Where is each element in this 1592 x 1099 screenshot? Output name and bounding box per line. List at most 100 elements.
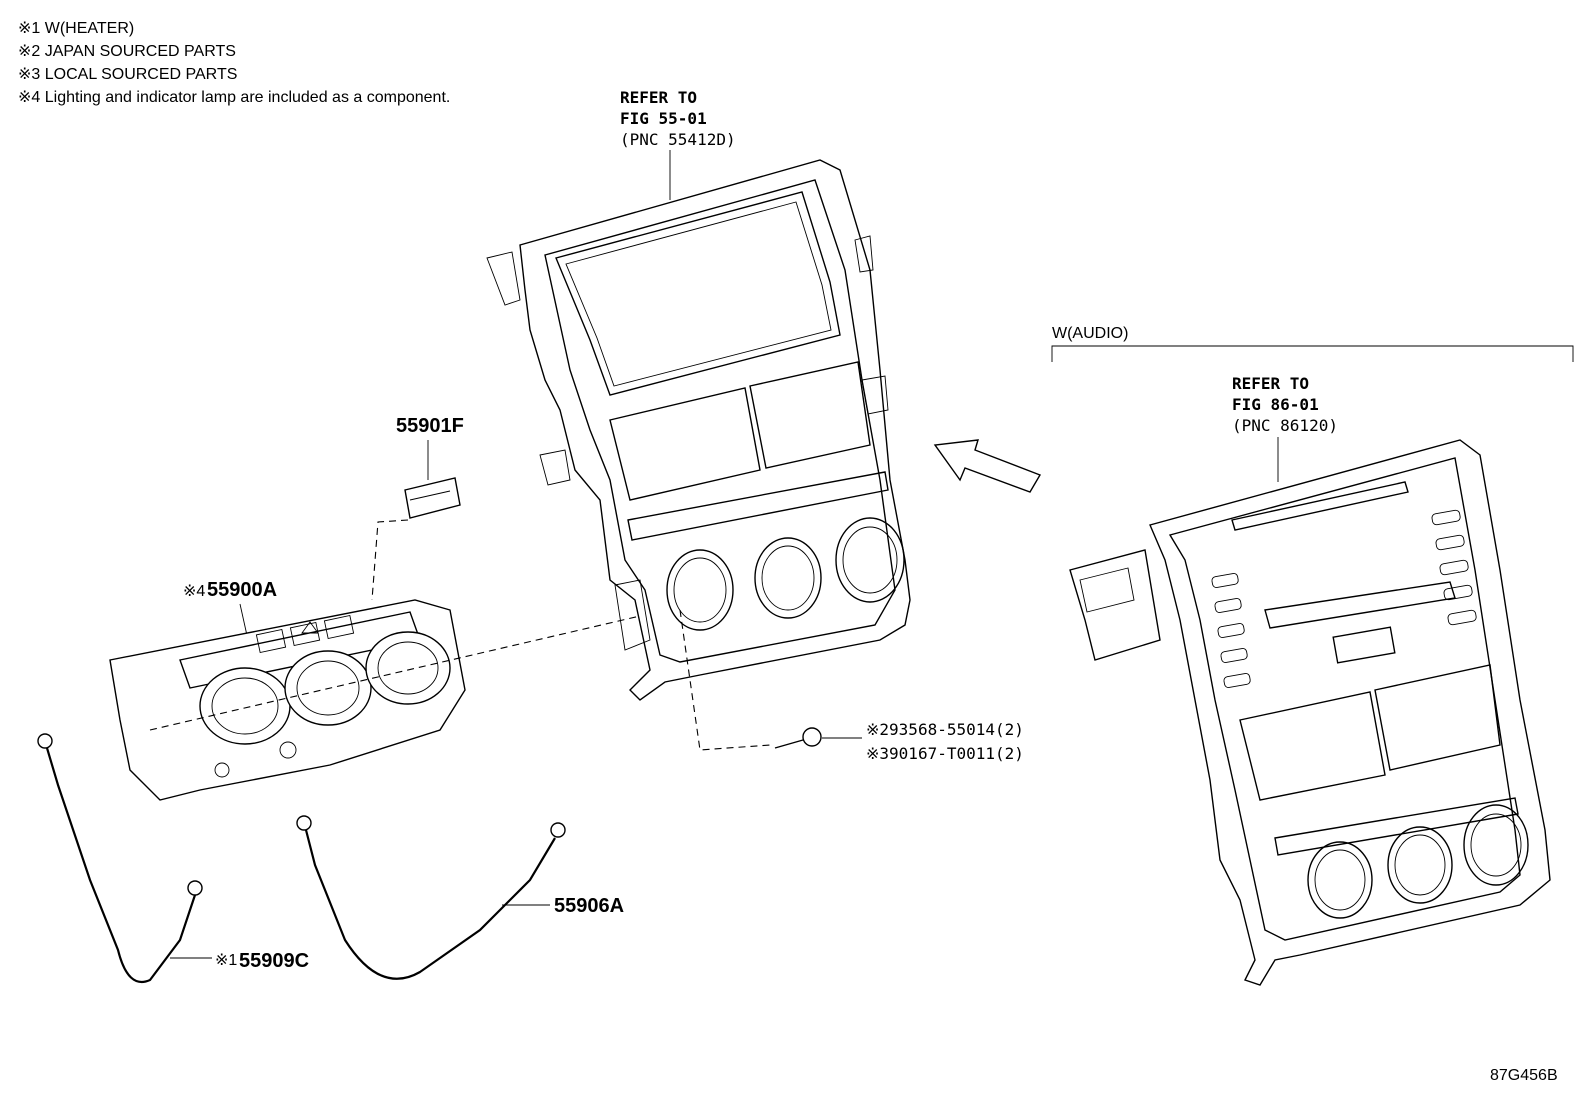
wire-55909C-terminal-top (37, 733, 53, 749)
control-knob-center (284, 650, 372, 726)
bezel-clip-bottom-left (614, 579, 651, 651)
audio-button-r1 (1431, 509, 1461, 526)
dash-55901F (371, 519, 409, 601)
control-screw-boss (279, 741, 297, 759)
display-opening (555, 191, 841, 396)
audio-button-l3 (1217, 623, 1245, 638)
audio-center-buttons (1332, 626, 1396, 664)
bezel-inner-rim (544, 179, 896, 663)
refer-top-line1: REFER TO (620, 88, 697, 107)
audio-display (1264, 581, 1456, 629)
audio-button-l5 (1223, 673, 1251, 688)
notes-block: ※1 W(HEATER) ※2 JAPAN SOURCED PARTS ※3 L… (18, 20, 450, 106)
display-opening-inner (565, 201, 832, 387)
wire-55909C-cable (45, 747, 197, 983)
label-55909C: 55909C (239, 950, 309, 972)
center-bezel-panel (486, 159, 911, 701)
screw-head-icon (802, 727, 822, 747)
note-1: ※1 W(HEATER) (18, 20, 134, 37)
note-4: ※4 Lighting and indicator lamp are inclu… (18, 89, 450, 106)
right-mid-opening (749, 361, 871, 469)
audio-button-r5 (1447, 609, 1477, 626)
audio-button-r3 (1439, 559, 1469, 576)
control-button-2 (289, 621, 321, 647)
left-knob-hole-inner (673, 557, 727, 623)
audio-right-knob-hole-inner (1470, 813, 1522, 877)
control-button-1 (255, 628, 287, 654)
bezel-clip-right-1 (854, 235, 874, 273)
audio-button-r2 (1435, 534, 1465, 551)
refer-top-callout: REFER TO FIG 55-01 (PNC 55412D) (620, 88, 736, 200)
label-55900A: 55900A (207, 579, 277, 601)
audio-center-knob-hole-inner (1394, 834, 1446, 896)
cd-slot (1231, 481, 1409, 531)
label-screw-2: ※390167-T0011(2) (866, 744, 1024, 763)
panel-slot-strip (627, 471, 889, 541)
audio-slot-strip (1274, 797, 1519, 856)
left-mid-opening (609, 387, 761, 501)
direction-arrow (933, 439, 1042, 493)
audio-group-bracket (1051, 345, 1574, 362)
wire-55906A-terminal-left (296, 815, 312, 831)
control-knob-left-inner (211, 677, 279, 735)
switch-face-line (409, 490, 451, 501)
audio-rear-grille (1079, 567, 1135, 613)
bezel-clip-mid-left (539, 449, 571, 486)
audio-group-label: W(AUDIO) (1052, 325, 1128, 342)
bezel-outline (519, 159, 911, 701)
note-3: ※3 LOCAL SOURCED PARTS (18, 66, 237, 83)
mark-55900A: ※4 (183, 583, 205, 600)
control-knob-right-inner (377, 641, 439, 695)
center-knob-hole-inner (761, 545, 815, 611)
control-assembly-55900A: ※4 55900A (109, 579, 641, 801)
audio-left-knob-hole-inner (1314, 849, 1366, 911)
audio-button-l4 (1220, 648, 1248, 663)
control-knob-right (365, 631, 451, 705)
label-55906A: 55906A (554, 895, 624, 917)
switch-55901F: 55901F (371, 415, 464, 601)
audio-group: W(AUDIO) REFER TO FIG 86-01 (PNC 86120) (1051, 325, 1574, 482)
audio-button-l1 (1211, 573, 1239, 588)
refer-right-line3: (PNC 86120) (1232, 416, 1338, 435)
bezel-clip-top-left (486, 251, 521, 306)
wire-55909C-terminal-bottom (187, 880, 203, 896)
center-knob-hole (754, 537, 822, 619)
left-knob-hole (666, 549, 734, 631)
control-knob-center-inner (296, 660, 360, 716)
label-screw-1: ※293568-55014(2) (866, 720, 1024, 739)
right-knob-hole-inner (842, 526, 898, 594)
refer-right-line2: FIG 86-01 (1232, 395, 1319, 414)
label-55901F: 55901F (396, 415, 464, 437)
audio-left-buttons (1211, 573, 1251, 688)
audio-right-buttons (1431, 509, 1477, 626)
wire-55909C: ※1 55909C (37, 733, 309, 983)
control-screw-boss-2 (214, 762, 230, 778)
audio-bezel-outline (1149, 439, 1551, 986)
audio-bezel-inner (1168, 457, 1521, 941)
audio-right-mid-opening (1374, 664, 1501, 771)
wire-55906A-cable (304, 829, 556, 980)
refer-right-line1: REFER TO (1232, 374, 1309, 393)
control-button-3 (323, 614, 355, 640)
right-knob-hole (835, 517, 905, 603)
audio-bezel-panel (1069, 439, 1551, 986)
switch-body (404, 477, 461, 519)
note-2: ※2 JAPAN SOURCED PARTS (18, 43, 236, 60)
screw-fastener: ※293568-55014(2) ※390167-T0011(2) (679, 609, 1024, 763)
audio-left-knob-hole (1307, 841, 1373, 919)
audio-left-mid-opening (1239, 691, 1386, 801)
wire-55906A: 55906A (296, 815, 624, 980)
hazard-icon (301, 621, 319, 634)
refer-top-line3: (PNC 55412D) (620, 130, 736, 149)
control-knob-left (199, 667, 291, 745)
refer-top-line2: FIG 55-01 (620, 109, 707, 128)
audio-center-knob-hole (1387, 826, 1453, 904)
direction-arrow-icon (933, 439, 1042, 493)
wire-55906A-terminal-right (550, 822, 566, 838)
mark-55909C: ※1 (215, 952, 237, 969)
bezel-clip-right-2 (861, 375, 889, 415)
figure-id: 87G456B (1490, 1067, 1558, 1084)
audio-button-r4 (1443, 584, 1473, 601)
audio-button-l2 (1214, 598, 1242, 613)
